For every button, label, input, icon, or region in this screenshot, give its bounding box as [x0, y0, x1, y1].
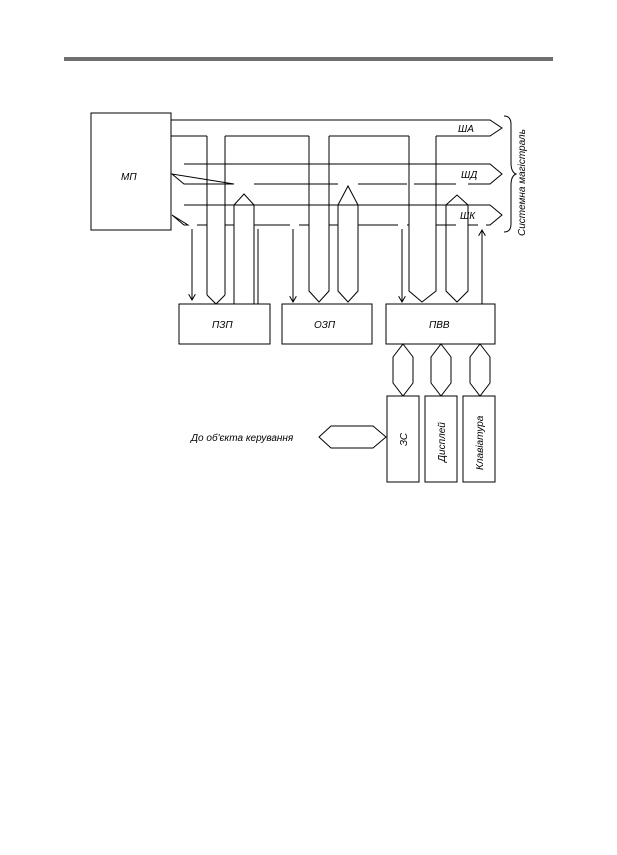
pzp-label: ПЗП	[212, 320, 233, 331]
target-link: До об'єкта керування	[190, 425, 387, 449]
pvv-block: ПВВ	[385, 303, 496, 345]
mp-label: МП	[121, 172, 137, 183]
display-label: Дисплей	[437, 422, 448, 463]
ozp-block: ОЗП	[281, 303, 373, 345]
system-bus-brace: Системна магістраль	[503, 115, 528, 236]
zs-block: ЗС	[386, 395, 420, 483]
data-bus: ШД	[170, 163, 503, 185]
address-bus: ША	[171, 119, 503, 137]
pzp-connections	[192, 136, 259, 305]
pvv-connections	[402, 136, 482, 304]
peripheral-links	[392, 343, 491, 397]
mp-block: МП	[90, 112, 172, 231]
control-bus: ШК	[171, 204, 503, 226]
pvv-label: ПВВ	[429, 320, 450, 331]
target-label: До об'єкта керування	[190, 432, 294, 444]
address-bus-label: ША	[458, 124, 474, 135]
pzp-block: ПЗП	[178, 303, 271, 345]
header-rule	[64, 57, 553, 61]
ozp-label: ОЗП	[314, 320, 336, 331]
data-bus-label: ШД	[461, 170, 477, 181]
ozp-connections	[293, 136, 359, 302]
keyboard-label: Клавіатура	[475, 415, 486, 470]
keyboard-block: Клавіатура	[462, 395, 496, 483]
display-block: Дисплей	[424, 395, 458, 483]
zs-label: ЗС	[399, 432, 410, 446]
system-bus-label: Системна магістраль	[517, 129, 528, 236]
